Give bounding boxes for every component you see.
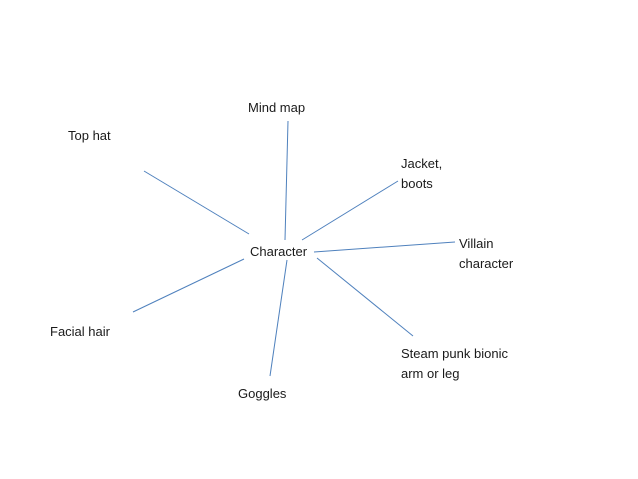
node-top-hat-line-1: Top hat bbox=[68, 128, 111, 143]
node-goggles-line-1: Goggles bbox=[238, 386, 287, 401]
node-top-hat: Top hat bbox=[68, 126, 111, 146]
connector-villain-character bbox=[313, 241, 456, 253]
node-steam-punk: Steam punk bionic arm or leg bbox=[401, 344, 508, 384]
center-node-text: Character bbox=[250, 244, 308, 259]
connector-facial-hair bbox=[132, 258, 245, 313]
node-facial-hair: Facial hair bbox=[50, 322, 110, 342]
node-villain-character: Villain character bbox=[459, 234, 513, 274]
connector-top-hat bbox=[143, 170, 250, 235]
connector-steam-punk bbox=[316, 257, 414, 337]
node-villain-character-line-1: Villain bbox=[459, 236, 494, 251]
node-villain-character-line-2: character bbox=[459, 256, 514, 271]
connector-mind-map bbox=[284, 120, 289, 241]
center-node-character: Character bbox=[250, 242, 307, 262]
node-goggles: Goggles bbox=[238, 384, 286, 404]
node-steam-punk-line-2: arm or leg bbox=[401, 366, 460, 381]
node-mind-map-line-1: Mind map bbox=[248, 100, 306, 115]
connector-jacket-boots bbox=[301, 180, 399, 241]
node-facial-hair-line-1: Facial hair bbox=[50, 324, 110, 339]
node-mind-map: Mind map bbox=[248, 98, 305, 118]
connector-goggles bbox=[269, 259, 288, 377]
node-steam-punk-line-1: Steam punk bionic bbox=[401, 346, 508, 361]
node-jacket-boots: Jacket, boots bbox=[401, 154, 442, 194]
node-jacket-boots-line-1: Jacket, bbox=[401, 156, 443, 171]
node-jacket-boots-line-2: boots bbox=[401, 176, 433, 191]
